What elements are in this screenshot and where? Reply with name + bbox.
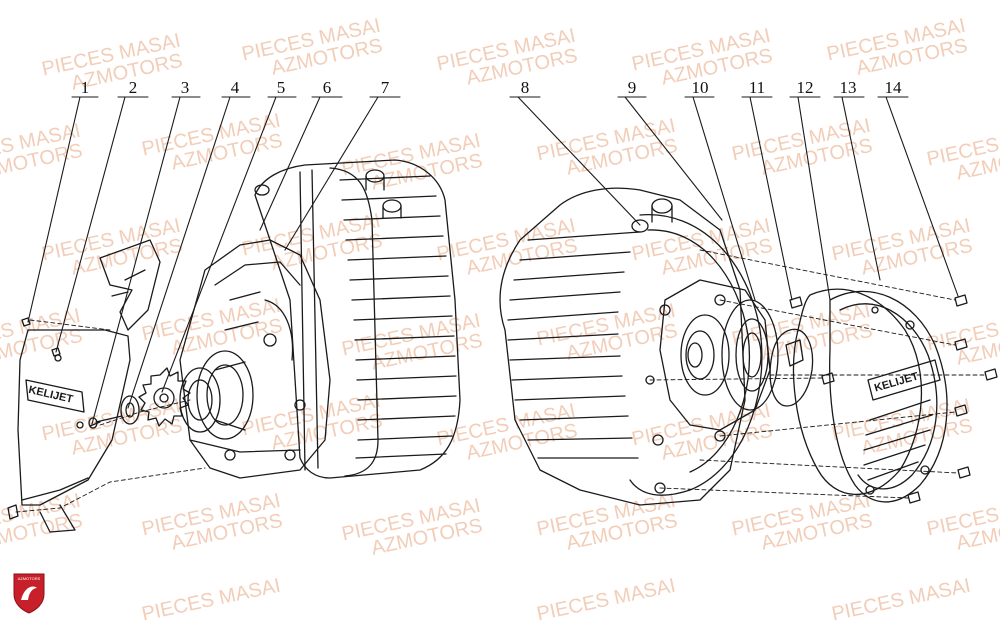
callout-14: 14 [884, 78, 902, 97]
right-bolts [821, 294, 998, 504]
callout-6: 6 [322, 78, 332, 97]
callout-13: 13 [839, 78, 857, 97]
right-assembly-guides [649, 249, 986, 499]
callout-9: 9 [627, 78, 637, 97]
callout-3: 3 [180, 78, 190, 97]
cover-gasket [792, 288, 923, 495]
callout-2: 2 [128, 78, 138, 97]
side-cover [829, 290, 948, 503]
left-motor-housing [254, 159, 461, 479]
left-bolts [7, 317, 101, 520]
left-assembly-guides [15, 319, 206, 513]
right-bearing-ring [721, 299, 779, 411]
callout-4: 4 [230, 78, 240, 97]
callout-1: 1 [80, 78, 90, 97]
left-bracket [99, 239, 161, 331]
left-gearbox-case [179, 239, 331, 479]
right-motor-housing [499, 187, 763, 506]
callout-10: 10 [691, 78, 709, 97]
sprocket-cover [17, 329, 131, 533]
callout-8: 8 [520, 78, 530, 97]
callout-7: 7 [380, 78, 390, 97]
leader-lines [27, 96, 959, 425]
callout-5: 5 [276, 78, 286, 97]
callout-11: 11 [748, 78, 766, 97]
callout-12: 12 [796, 78, 814, 97]
azmotors-logo-icon: AZMOTORS [13, 573, 45, 614]
left-output-shaft [179, 350, 254, 440]
left-cover-badge [25, 379, 85, 413]
logo-text: AZMOTORS [18, 576, 41, 581]
